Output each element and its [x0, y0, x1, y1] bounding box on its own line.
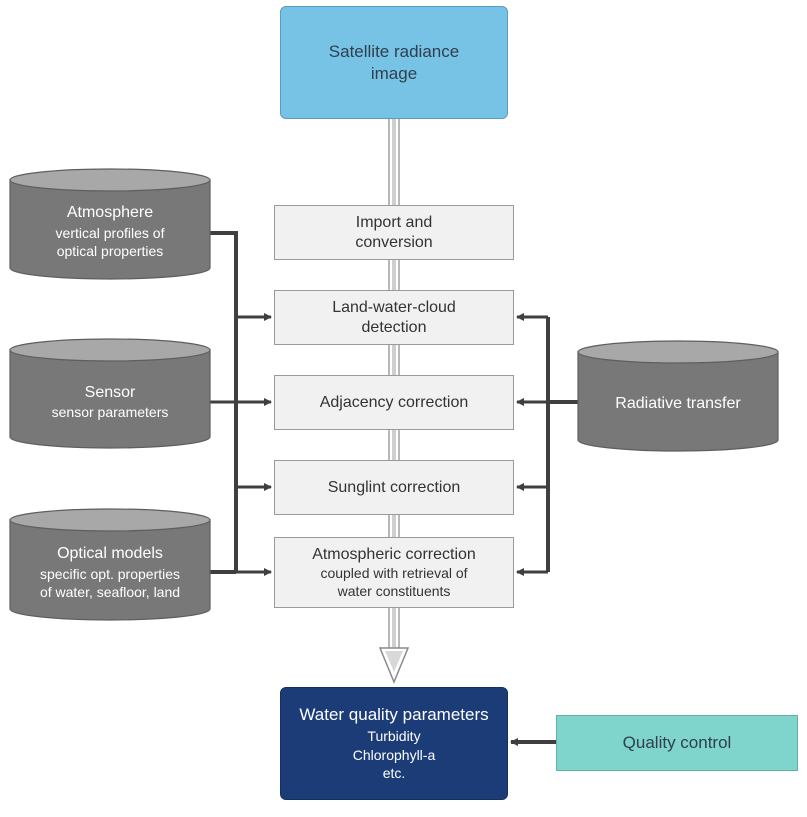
atmosphere-desc-line1: vertical profiles of	[55, 225, 165, 242]
atmospheric-label-line1: Atmospheric correction	[312, 546, 476, 563]
right-arrows	[516, 313, 548, 576]
adjacency-correction-step: Adjacency correction	[274, 375, 514, 430]
import-label-line1: Import and	[355, 213, 433, 231]
land-water-cloud-step: Land-water-cloud detection	[274, 290, 514, 345]
atmosphere-desc-line2: optical properties	[56, 243, 164, 260]
sunglint-label: Sunglint correction	[327, 478, 461, 496]
sensor-title: Sensor	[84, 383, 136, 401]
optical-desc-line2: of water, seafloor, land	[39, 584, 181, 601]
landwater-label-line2: detection	[361, 318, 427, 336]
optical-models-cylinder	[9, 508, 211, 621]
water-quality-output-box: Water quality parameters Turbidity Chlor…	[280, 687, 508, 800]
satellite-label-line1: Satellite radiance	[328, 42, 460, 62]
atmosphere-database-label: Atmosphere vertical profiles of optical …	[10, 194, 210, 270]
right-connectors	[546, 317, 578, 572]
import-label-line2: conversion	[355, 233, 433, 251]
quality-control-box: Quality control	[556, 715, 798, 771]
sensor-desc-line1: sensor parameters	[51, 404, 169, 421]
adjacency-label: Adjacency correction	[319, 393, 469, 411]
sensor-database-label: Sensor sensor parameters	[10, 364, 210, 440]
atmosphere-cylinder	[9, 168, 211, 280]
sunglint-correction-step: Sunglint correction	[274, 460, 514, 515]
satellite-label-line2: image	[370, 63, 418, 83]
output-item-chlorophyll: Chlorophyll-a	[352, 746, 436, 763]
output-item-etc: etc.	[382, 765, 406, 782]
output-title: Water quality parameters	[299, 704, 489, 724]
radiative-transfer-database-label: Radiative transfer	[578, 366, 778, 442]
radiative-transfer-cylinder	[577, 340, 779, 452]
atmosphere-title: Atmosphere	[66, 204, 154, 222]
left-connectors	[210, 231, 238, 574]
optical-title: Optical models	[57, 545, 163, 563]
atmospheric-label-line3: water constituents	[337, 582, 451, 599]
output-item-turbidity: Turbidity	[367, 727, 421, 744]
left-arrows	[210, 313, 272, 576]
optical-desc-line1: specific opt. properties	[39, 566, 181, 583]
satellite-radiance-box: Satellite radiance image	[280, 6, 508, 119]
landwater-label-line1: Land-water-cloud	[332, 298, 456, 316]
import-conversion-step: Import and conversion	[274, 205, 514, 260]
sensor-cylinder	[9, 338, 211, 449]
radiative-title: Radiative transfer	[615, 394, 741, 412]
quality-control-label: Quality control	[622, 733, 732, 753]
atmospheric-label-line2: coupled with retrieval of	[320, 565, 468, 581]
optical-models-database-label: Optical models specific opt. properties …	[10, 534, 210, 612]
atmospheric-correction-step: Atmospheric correction coupled with retr…	[274, 537, 514, 608]
